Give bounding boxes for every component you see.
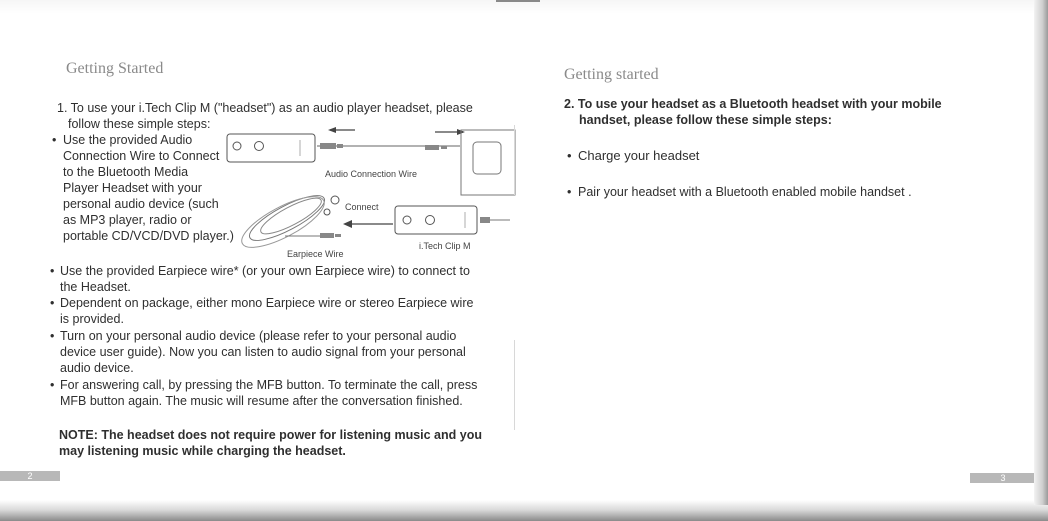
button-icon (402, 215, 412, 225)
page-heading: Getting Started (66, 60, 164, 77)
page-number: 2 (27, 471, 33, 481)
bullet-line: portable CD/VCD/DVD player.) (63, 229, 234, 243)
bullet-marker: • (50, 329, 55, 343)
bullet-marker: • (50, 264, 55, 278)
step-1-line-1: 1. To use your i.Tech Clip M ("headset")… (57, 101, 473, 115)
bullet-line: to the Bluetooth Media (63, 165, 189, 179)
bullet-line: device user guide). Now you can listen t… (60, 345, 466, 359)
bullet-pair-headset: Pair your headset with a Bluetooth enabl… (578, 185, 912, 199)
headset-bottom-illustration (394, 205, 478, 235)
bullet-marker: • (52, 133, 57, 147)
divider (514, 125, 515, 195)
bullet-line: Connection Wire to Connect (63, 149, 220, 163)
button-icon (254, 141, 264, 151)
page-number: 3 (1000, 473, 1006, 483)
divider (514, 340, 515, 430)
bullet-marker: • (50, 296, 55, 310)
earbud-icon (330, 195, 340, 205)
bullet-line: personal audio device (such (63, 197, 219, 211)
binding-mark (496, 0, 540, 2)
bullet-line: Turn on your personal audio device (plea… (60, 329, 457, 343)
note-line-2: may listening music while charging the h… (59, 444, 346, 458)
bullet-line: is provided. (60, 312, 124, 326)
step-2-line-2: handset, please follow these simple step… (579, 113, 832, 127)
step-2-line-1: 2. To use your headset as a Bluetooth he… (564, 97, 942, 111)
bullet-line: Use the provided Audio (63, 133, 193, 147)
bullet-line: For answering call, by pressing the MFB … (60, 378, 478, 392)
bullet-marker: • (567, 148, 572, 163)
button-icon (425, 215, 435, 225)
page-number-left: 2 (0, 471, 60, 481)
media-player-illustration (460, 129, 516, 196)
earpiece-coil (248, 195, 326, 241)
bullet-line: Dependent on package, either mono Earpie… (60, 296, 474, 310)
page-left: Getting Started 1. To use your i.Tech Cl… (0, 0, 527, 505)
audio-wire-label: Audio Connection Wire (325, 169, 417, 179)
bullet-charge-headset: Charge your headset (578, 148, 700, 163)
page-right: Getting started 2. To use your headset a… (527, 0, 1037, 505)
connection-diagram: Audio Connection Wire Connect Earpiece W… (226, 127, 516, 259)
earbud-icon (323, 208, 331, 216)
bullet-line: Use the provided Earpiece wire* (or your… (60, 264, 470, 278)
headset-top-illustration (226, 133, 316, 163)
bullet-line: the Headset. (60, 280, 131, 294)
bullet-line: Player Headset with your (63, 181, 202, 195)
bullet-marker: • (567, 185, 572, 199)
bullet-line: as MP3 player, radio or (63, 213, 192, 227)
note-line-1: NOTE: The headset does not require power… (59, 428, 482, 442)
page-heading: Getting started (564, 66, 659, 83)
bullet-marker: • (50, 378, 55, 392)
page-number-right: 3 (970, 473, 1036, 483)
page-edge-shadow (1034, 0, 1048, 505)
device-label: i.Tech Clip M (419, 241, 471, 251)
earpiece-wire-label: Earpiece Wire (287, 249, 344, 259)
bullet-line: audio device. (60, 361, 134, 375)
step-1-line-2: follow these simple steps: (68, 117, 211, 131)
bullet-line: MFB button again. The music will resume … (60, 394, 463, 408)
connect-label: Connect (345, 202, 379, 212)
button-icon (232, 141, 242, 151)
